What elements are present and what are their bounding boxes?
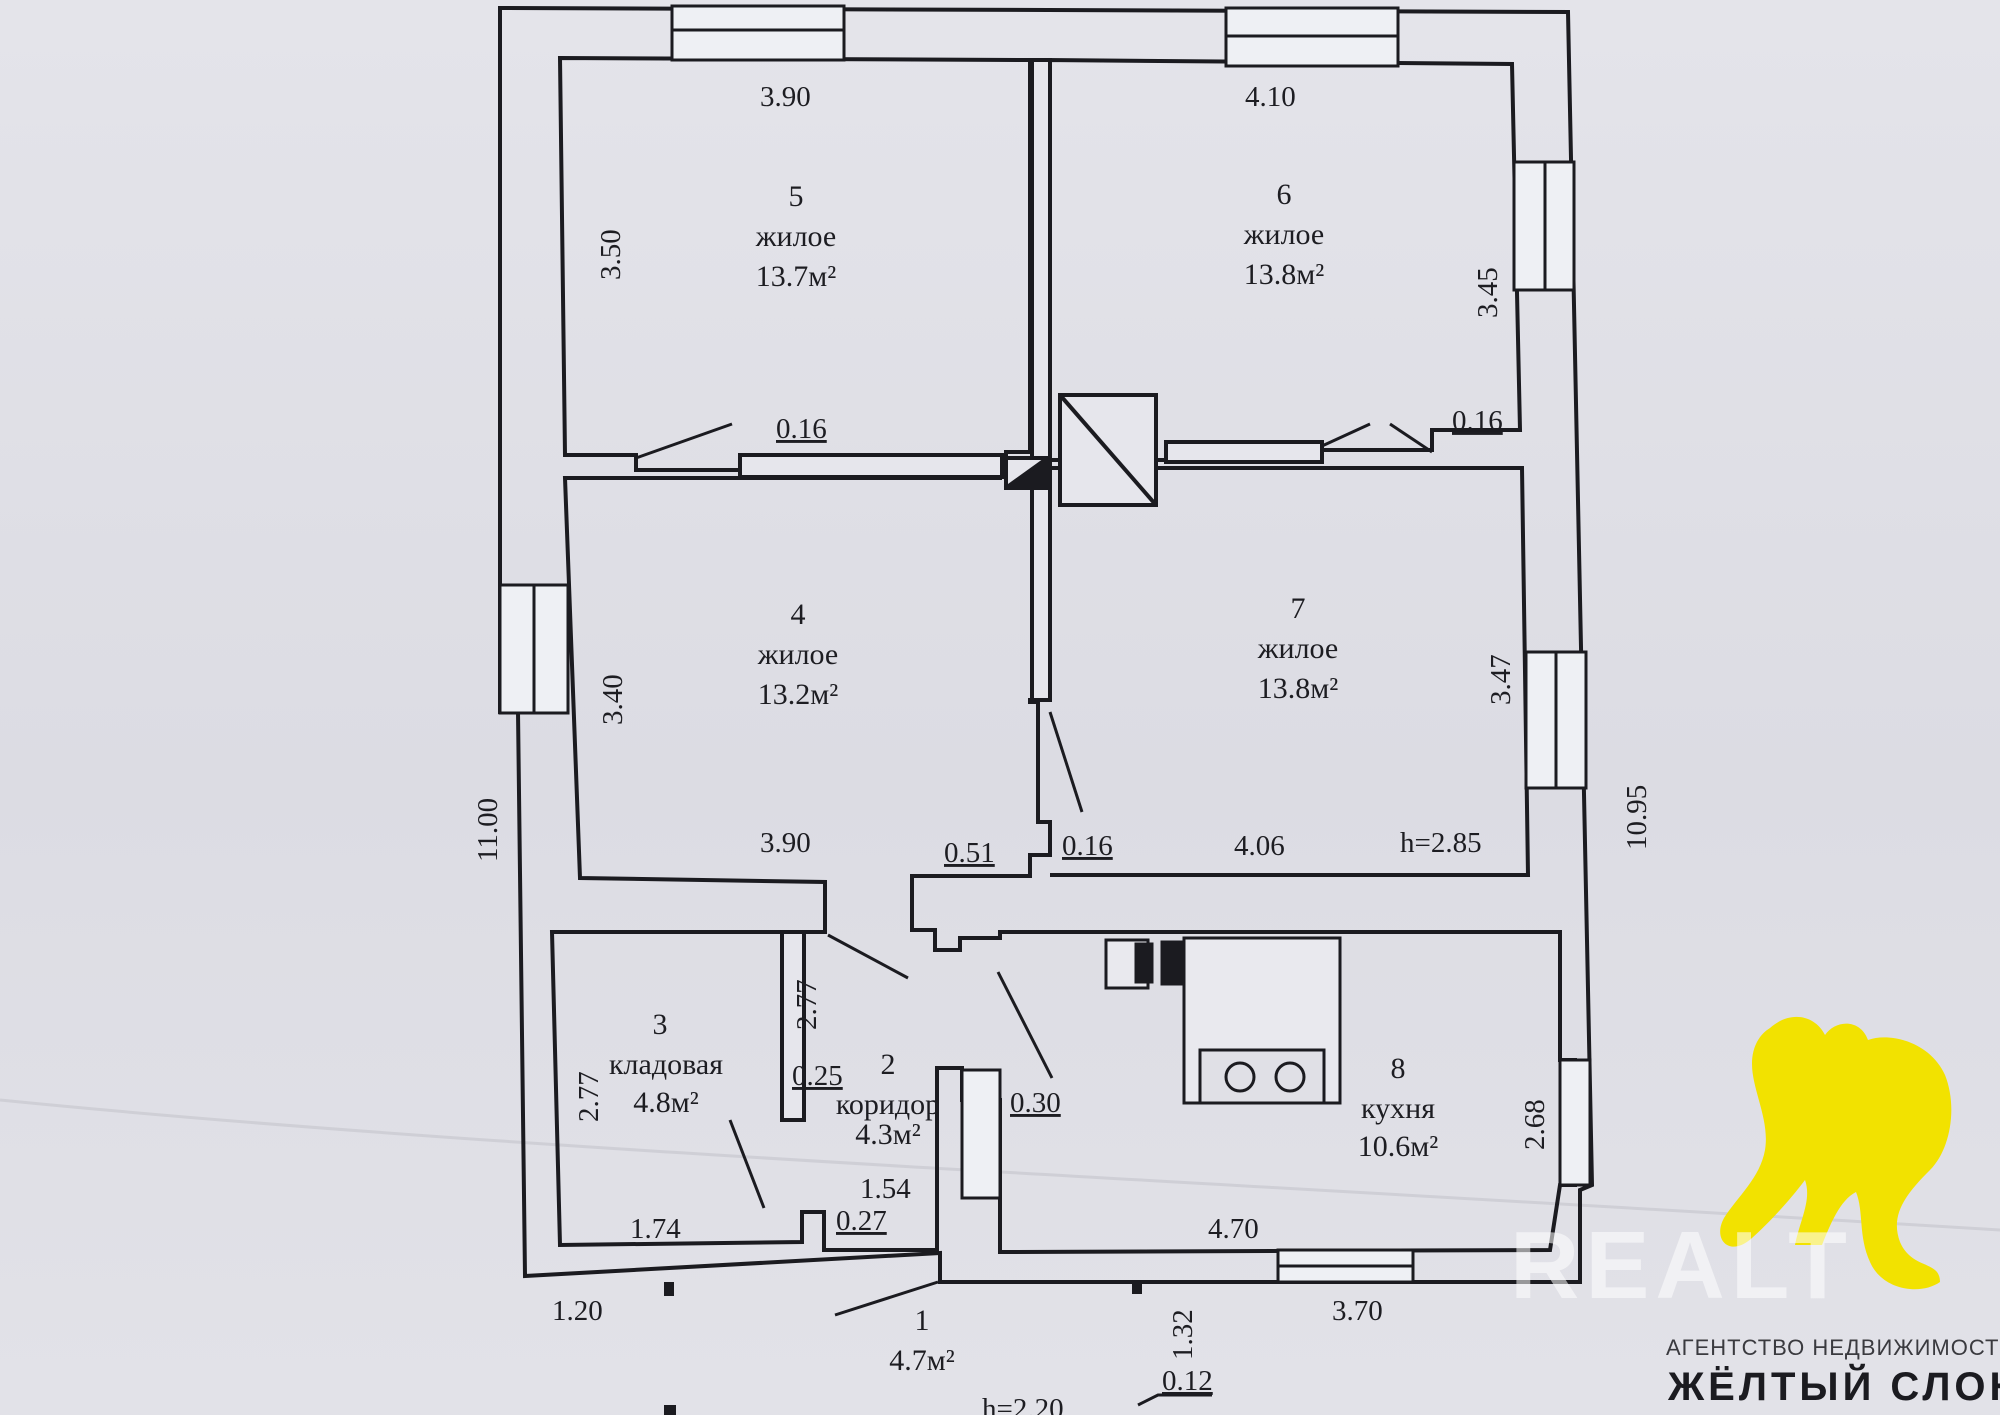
room-8-number: 8 — [1391, 1052, 1406, 1085]
room-3-area: 4.8м² — [633, 1086, 698, 1119]
stove-block — [1003, 393, 1158, 507]
kitchen-fixtures — [1104, 936, 1342, 1105]
window-top-left — [670, 4, 846, 62]
dim-r5-height: 3.50 — [595, 229, 627, 280]
dim-wall-r7: 0.16 — [1062, 830, 1113, 862]
door-1 — [834, 1280, 939, 1317]
dim-wall-r3: 0.25 — [792, 1060, 843, 1092]
door-3 — [728, 1119, 766, 1209]
room-8-area: 10.6м² — [1358, 1130, 1438, 1163]
stove-diagonal — [1058, 393, 1158, 507]
room-1-area: 4.7м² — [889, 1344, 954, 1377]
porch-mark-1 — [664, 1282, 674, 1296]
room-3-number: 3 — [653, 1008, 668, 1041]
door-5 — [635, 422, 733, 460]
porch-mark-4 — [664, 1405, 676, 1415]
chimney-fill — [1003, 458, 1044, 487]
dim-r7-width: 4.06 — [1234, 830, 1285, 862]
dim-r6-height: 3.45 — [1472, 267, 1504, 318]
room-labels: 5 жилое 13.7м² 6 жилое 13.8м² 4 жилое 13… — [609, 178, 1438, 1377]
room-4-name: жилое — [757, 638, 838, 671]
partition-6-7 — [1164, 440, 1324, 464]
dim-r4-width: 3.90 — [760, 827, 811, 859]
dim-wall-r8: 0.30 — [1010, 1087, 1061, 1119]
dim-ceiling-main: h=2.85 — [1400, 827, 1482, 859]
dim-r8-width: 4.70 — [1208, 1213, 1259, 1245]
central-wall — [1030, 58, 1052, 702]
room-2-number: 2 — [881, 1048, 896, 1081]
room-6-number: 6 — [1277, 178, 1292, 211]
dim-r6-width: 4.10 — [1245, 81, 1296, 113]
dim-overall-left: 11.00 — [472, 798, 504, 862]
window-right-bottom — [1558, 1058, 1592, 1187]
room-7-name: жилое — [1257, 632, 1338, 665]
dim-ceiling-porch: h=2.20 — [982, 1393, 1064, 1415]
dim-porch-left: 1.20 — [552, 1295, 603, 1327]
door-6b — [1389, 422, 1433, 454]
dim-window-bottom: 3.70 — [1332, 1295, 1383, 1327]
room-6-area: 13.8м² — [1244, 258, 1324, 291]
dim-corridor-width: 1.54 — [860, 1173, 911, 1205]
room-5-name: жилое — [755, 220, 836, 253]
dim-r4-height: 3.40 — [597, 674, 629, 725]
dim-wall-bottom: 0.27 — [836, 1205, 887, 1237]
room-7-area: 13.8м² — [1258, 672, 1338, 705]
room-4-number: 4 — [791, 598, 806, 631]
dim-r3-width: 1.74 — [630, 1213, 681, 1245]
boiler-3 — [1160, 940, 1186, 986]
room-5-number: 5 — [789, 180, 804, 213]
dim-wall-r6: 0.16 — [1452, 405, 1503, 437]
burner-left — [1224, 1061, 1256, 1093]
room-5-area: 13.7м² — [756, 260, 836, 293]
wall-fills — [738, 58, 1324, 1122]
door-6a — [1321, 422, 1371, 448]
room-3-name: кладовая — [609, 1048, 723, 1081]
porch-mark-2 — [1132, 1282, 1142, 1294]
dim-porch-height: 1.32 — [1167, 1309, 1199, 1360]
partition-2-3 — [780, 930, 806, 1122]
dim-wall-r5: 0.16 — [776, 413, 827, 445]
agency-watermark: REALT АГЕНТСТВО НЕДВИЖИМОСТИ ЖЁЛТЫЙ СЛОН — [1510, 1016, 2000, 1409]
door-8 — [996, 971, 1054, 1079]
paper-fold — [0, 1098, 2000, 1232]
door-4 — [827, 933, 909, 980]
dim-corridor-height: 2.77 — [791, 979, 823, 1030]
dim-r7-height: 3.47 — [1485, 654, 1517, 705]
windows — [498, 4, 1592, 1284]
dim-r3-height: 2.77 — [573, 1071, 605, 1122]
agency-name: ЖЁЛТЫЙ СЛОН — [1667, 1363, 2000, 1409]
boiler-2 — [1134, 942, 1154, 984]
dim-r8-height: 2.68 — [1519, 1099, 1551, 1150]
dimensions: 3.90 4.10 3.50 3.45 0.16 0.16 3.40 3.47 … — [472, 81, 1653, 1415]
elephant-logo — [1720, 1016, 1952, 1290]
partition-5-4-left — [738, 453, 1004, 479]
porch-marks — [664, 1282, 1212, 1415]
room-1-number: 1 — [915, 1304, 930, 1337]
burner-right — [1274, 1061, 1306, 1093]
room-6-name: жилое — [1243, 218, 1324, 251]
watermark-brand: REALT — [1510, 1212, 1853, 1319]
door-7 — [1048, 711, 1084, 813]
doors — [635, 422, 1433, 1317]
agency-line: АГЕНТСТВО НЕДВИЖИМОСТИ — [1666, 1335, 2000, 1360]
room-2-area: 4.3м² — [855, 1118, 920, 1151]
room-2-name: коридор — [836, 1088, 940, 1121]
room-7-number: 7 — [1291, 592, 1306, 625]
dim-overall-right: 10.95 — [1621, 785, 1653, 850]
dim-r5-width: 3.90 — [760, 81, 811, 113]
dim-door-width: 0.51 — [944, 837, 995, 869]
window-corridor — [960, 1068, 1002, 1200]
porch-mark-3 — [1137, 1393, 1212, 1407]
room-4-area: 13.2м² — [758, 678, 838, 711]
room-8-name: кухня — [1361, 1092, 1435, 1125]
dim-porch-wall: 0.12 — [1162, 1365, 1213, 1397]
